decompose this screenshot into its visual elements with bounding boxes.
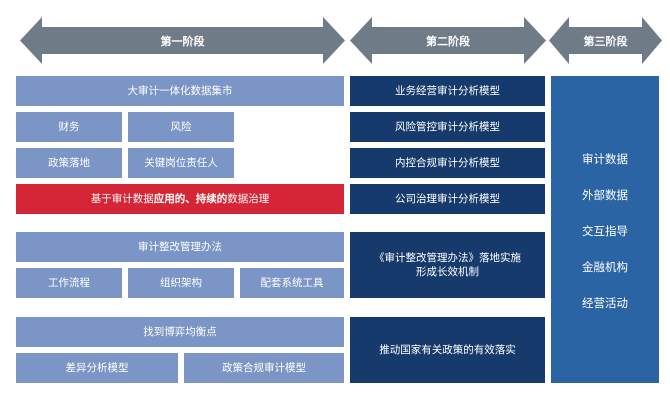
- stage-arrow-1: 第一阶段: [20, 17, 345, 64]
- interactive-guidance-item: 交互指导: [582, 224, 628, 238]
- external-data-item: 外部数据: [582, 188, 628, 202]
- policy-landing-box: 政策落地: [16, 148, 122, 178]
- risk-box: 风险: [128, 112, 234, 142]
- stage-1-label: 第一阶段: [160, 34, 205, 48]
- workflow-box: 工作流程: [16, 268, 122, 298]
- balance-box: 找到博弈均衡点: [16, 317, 344, 347]
- internal-control-model-box: 内控合规审计分析模型: [350, 148, 545, 178]
- stage-arrow-3: 第三阶段: [549, 17, 662, 64]
- governance-prefix: 基于审计数据: [90, 192, 154, 205]
- double-arrow-shape: [549, 17, 662, 64]
- organization-box: 组织架构: [128, 268, 234, 298]
- risk-model-box: 风险管控审计分析模型: [350, 112, 545, 142]
- policy-implementation-box: 推动国家有关政策的有效落实: [350, 317, 545, 383]
- business-activities-item: 经营活动: [582, 296, 628, 310]
- difference-model-box: 差异分析模型: [16, 353, 178, 383]
- audit-data-item: 审计数据: [582, 152, 628, 166]
- data-governance-box: 基于审计数据应用的、持续的数据治理: [16, 184, 344, 214]
- mechanism-box: 《审计整改管理办法》落地实施 形成长效机制: [350, 232, 545, 298]
- tools-box: 配套系统工具: [240, 268, 344, 298]
- stage-arrow-2: 第二阶段: [350, 17, 546, 64]
- double-arrow-shape: [20, 17, 345, 64]
- data-mart-box: 大审计一体化数据集市: [16, 76, 344, 106]
- governance-suffix: 数据治理: [227, 192, 270, 205]
- stage3-panel: 审计数据 外部数据 交互指导 金融机构 经营活动: [551, 76, 659, 383]
- compliance-model-box: 政策合规审计模型: [184, 353, 344, 383]
- stage-2-label: 第二阶段: [426, 34, 470, 48]
- business-model-box: 业务经营审计分析模型: [350, 76, 545, 106]
- stage-3-label: 第三阶段: [583, 34, 628, 48]
- governance-bold: 应用的、持续的: [153, 192, 228, 205]
- governance-model-box: 公司治理审计分析模型: [350, 184, 545, 214]
- finance-box: 财务: [16, 112, 122, 142]
- financial-institutions-item: 金融机构: [582, 260, 628, 274]
- rectification-box: 审计整改管理办法: [16, 232, 344, 262]
- double-arrow-shape: [350, 17, 546, 64]
- key-position-box: 关键岗位责任人: [128, 148, 234, 178]
